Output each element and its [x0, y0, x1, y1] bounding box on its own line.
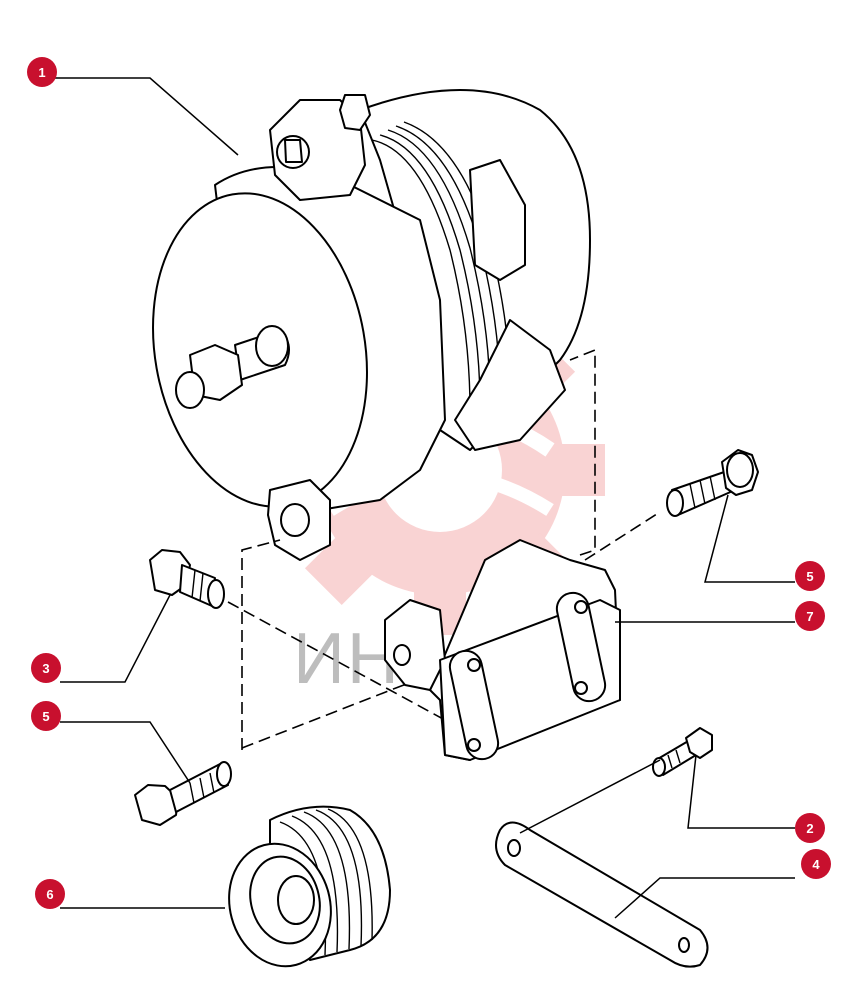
- callout-label: 2: [806, 821, 813, 836]
- callout-label: 5: [42, 709, 49, 724]
- callout-3: 3: [31, 653, 61, 683]
- callout-6: 6: [35, 879, 65, 909]
- callout-badge: [795, 601, 825, 631]
- mounting-bracket: [384, 539, 621, 761]
- bolt-part-2: [652, 727, 713, 777]
- callout-5-upper-right: 5: [795, 561, 825, 591]
- pulley: [228, 805, 391, 968]
- bolt-part-3: [149, 549, 225, 609]
- callout-label: 1: [38, 65, 45, 80]
- callout-label: 4: [812, 857, 820, 872]
- callout-badge: [795, 813, 825, 843]
- bolt-upper-right: [666, 449, 759, 517]
- callout-4: 4: [801, 849, 831, 879]
- callout-badge: [35, 879, 65, 909]
- alternator: [152, 89, 591, 561]
- callout-5-left: 5: [31, 701, 61, 731]
- callout-label: 6: [46, 887, 53, 902]
- callout-badge: [31, 653, 61, 683]
- callout-7: 7: [795, 601, 825, 631]
- leader-lines: [55, 77, 795, 919]
- callout-2: 2: [795, 813, 825, 843]
- bolt-lower-left: [134, 761, 232, 826]
- callout-badge: [795, 561, 825, 591]
- callout-badge: [801, 849, 831, 879]
- callout-label: 3: [42, 661, 49, 676]
- callout-badge: [31, 701, 61, 731]
- callout-1: 1: [27, 57, 57, 87]
- callout-label: 5: [806, 569, 813, 584]
- callout-label: 7: [806, 609, 813, 624]
- adjusting-link-bar: [495, 821, 709, 968]
- callout-badge: [27, 57, 57, 87]
